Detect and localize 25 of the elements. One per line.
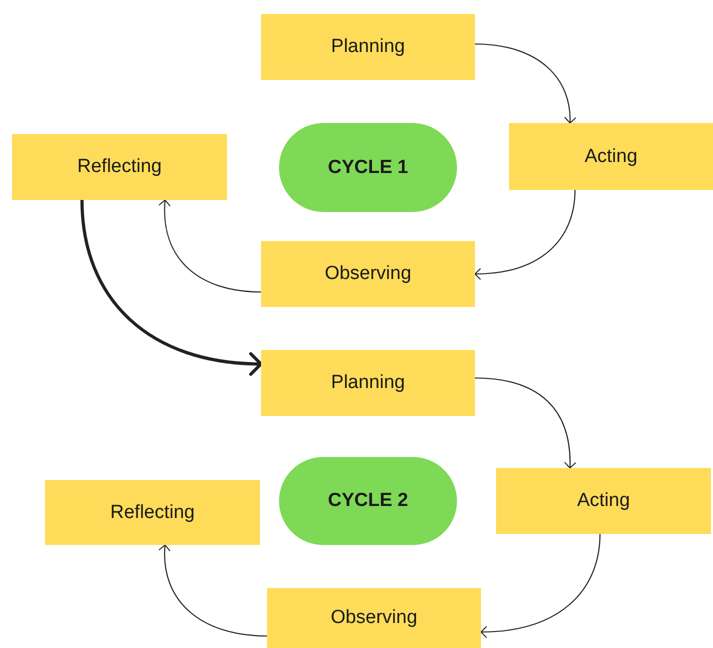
- step-box: [261, 14, 475, 80]
- step-label: Observing: [324, 263, 412, 285]
- step-label: Reflecting: [77, 156, 162, 178]
- step-box: [45, 480, 260, 545]
- curved-arrow: [474, 377, 576, 468]
- curved-arrow: [474, 190, 576, 280]
- step-box: [496, 468, 711, 534]
- curved-arrow: [480, 534, 601, 638]
- step-label: Acting: [584, 146, 638, 168]
- curved-arrow: [159, 544, 268, 637]
- step-box: [12, 134, 227, 200]
- curved-arrow: [474, 43, 576, 124]
- step-label: Planning: [331, 372, 405, 394]
- step-label: Observing: [330, 607, 418, 629]
- cycle-label: CYCLE 2: [328, 490, 408, 512]
- cycle-label: CYCLE 1: [328, 156, 408, 178]
- step-label: Planning: [331, 36, 405, 58]
- curved-arrow: [80, 200, 263, 376]
- step-box: [509, 123, 713, 190]
- step-box: [261, 350, 475, 416]
- step-box: [267, 588, 481, 648]
- step-label: Reflecting: [110, 502, 195, 524]
- step-box: [261, 241, 475, 307]
- step-label: Acting: [577, 490, 630, 512]
- curved-arrow: [159, 200, 262, 293]
